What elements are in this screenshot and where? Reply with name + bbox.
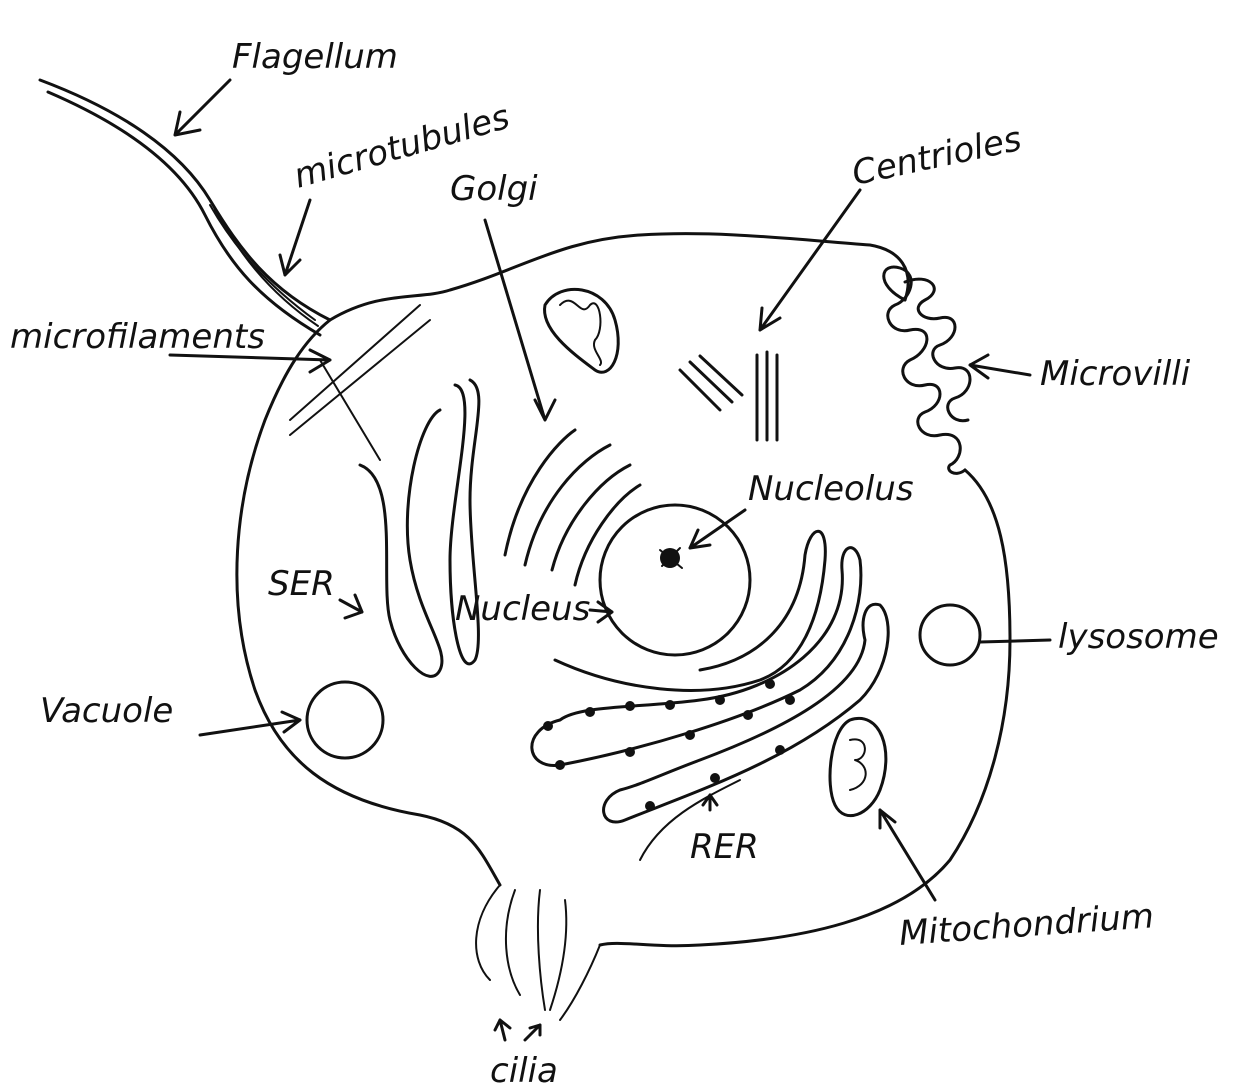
mitochondrion-top — [545, 289, 619, 372]
label-golgi: Golgi — [450, 169, 538, 209]
label-centrioles: Centrioles — [849, 119, 1025, 194]
label-nucleolus: Nucleolus — [748, 469, 914, 509]
microvilli — [884, 267, 970, 473]
flagellum — [40, 80, 330, 335]
label-cilia: cilia — [490, 1051, 558, 1091]
mitochondrion-bottom — [830, 718, 886, 815]
label-arrows — [170, 80, 1050, 1040]
label-microvilli: Microvilli — [1040, 354, 1191, 394]
label-nucleus: Nucleus — [455, 589, 590, 629]
label-lysosome: lysosome — [1058, 617, 1219, 657]
label-microfilaments: microfilaments — [10, 317, 265, 357]
smooth-er — [360, 380, 479, 676]
nucleolus — [660, 548, 682, 568]
nucleus — [600, 505, 750, 655]
golgi — [505, 430, 640, 585]
label-ser: SER — [268, 564, 335, 604]
cilia — [476, 885, 600, 1020]
vacuole — [307, 682, 383, 758]
label-flagellum: Flagellum — [232, 37, 398, 77]
centrioles — [680, 352, 777, 440]
label-rer: RER — [690, 827, 759, 867]
label-mitochondrium: Mitochondrium — [898, 896, 1155, 954]
label-vacuole: Vacuole — [40, 691, 173, 731]
lysosome — [920, 605, 980, 665]
cell-membrane — [237, 234, 1010, 946]
